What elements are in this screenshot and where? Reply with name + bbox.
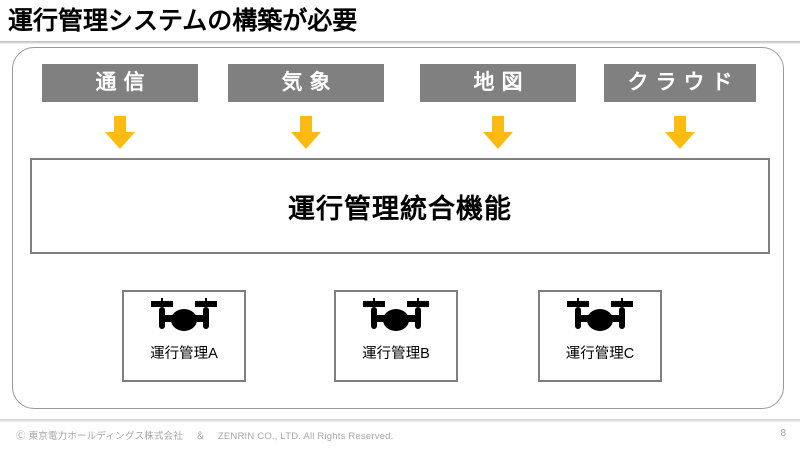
operation-unit-label: 運行管理B — [362, 346, 430, 362]
operation-unit-c[interactable]: 運行管理C — [538, 290, 662, 382]
operation-unit-b[interactable]: 運行管理B — [334, 290, 458, 382]
drone-icon — [151, 298, 217, 331]
footer-divider — [0, 419, 800, 422]
integrated-function-box[interactable]: 運行管理統合機能 — [30, 158, 770, 254]
source-chip-label: 地図 — [473, 71, 530, 94]
source-chip-weather[interactable]: 気象 — [228, 64, 384, 102]
slide-page-number: 8 — [780, 428, 786, 439]
source-chip-label: 通信 — [95, 71, 152, 94]
footer-copyright: Ⓒ 東京電力ホールディングス株式会社 ＆ ZENRIN CO., LTD. Al… — [16, 431, 394, 442]
drone-icon — [363, 298, 429, 331]
down-arrow-icon — [105, 116, 135, 149]
integrated-function-label: 運行管理統合機能 — [288, 193, 512, 224]
operation-unit-label: 運行管理A — [150, 346, 218, 362]
page-title: 運行管理システムの構築が必要 — [8, 7, 358, 35]
source-chip-cloud[interactable]: クラウド — [604, 64, 756, 102]
down-arrow-icon — [665, 116, 695, 149]
source-chip-label: 気象 — [281, 71, 338, 94]
drone-icon — [567, 298, 633, 331]
source-chip-map[interactable]: 地図 — [420, 64, 576, 102]
source-chip-communication[interactable]: 通信 — [42, 64, 198, 102]
down-arrow-icon — [483, 116, 513, 149]
source-chip-label: クラウド — [627, 71, 740, 94]
title-divider — [0, 41, 800, 44]
down-arrow-icon — [291, 116, 321, 149]
operation-unit-a[interactable]: 運行管理A — [122, 290, 246, 382]
operation-unit-label: 運行管理C — [565, 346, 635, 362]
